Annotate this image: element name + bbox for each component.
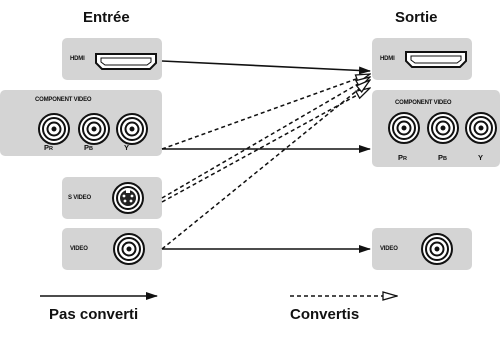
output-video-jack-icon: [421, 233, 453, 265]
component-to-hdmi-arrow: [161, 74, 370, 150]
output-pb-label: PB: [438, 153, 447, 162]
input-y-jack-icon: [116, 113, 148, 145]
output-y-jack-icon: [465, 112, 497, 144]
output-component-label: COMPONENT VIDEO: [395, 100, 452, 106]
input-hdmi-icon: [95, 53, 157, 70]
output-pr-jack-icon: [388, 112, 420, 144]
svideo-to-component-arrow: [161, 88, 370, 203]
hdmi-passthrough-arrow: [161, 60, 371, 75]
input-y-label: Y: [124, 143, 130, 152]
input-component-label: COMPONENT VIDEO: [35, 97, 92, 103]
input-header: Entrée: [83, 9, 130, 26]
output-header: Sortie: [395, 9, 438, 26]
input-svideo-label: S VIDEO: [68, 195, 91, 201]
input-video-panel: VIDEO: [62, 228, 162, 270]
input-video-label: VIDEO: [70, 246, 88, 252]
legend-converted: Convertis: [290, 306, 360, 323]
input-video-jack-icon: [113, 233, 145, 265]
legend-not-converted: Pas converti: [49, 306, 139, 323]
input-svideo-jack-icon: [112, 182, 144, 214]
video-to-hdmi-arrow: [161, 80, 370, 250]
input-pr-jack-icon: [38, 113, 70, 145]
output-video-label: VIDEO: [380, 246, 398, 252]
input-hdmi-label: HDMI: [70, 56, 85, 62]
svideo-to-hdmi-arrow: [161, 77, 370, 199]
output-pb-jack-icon: [427, 112, 459, 144]
input-pb-jack-icon: [78, 113, 110, 145]
input-pb-label: PB: [84, 143, 93, 152]
output-hdmi-icon: [405, 51, 467, 68]
output-hdmi-label: HDMI: [380, 56, 395, 62]
input-pr-label: PR: [44, 143, 53, 152]
output-y-label: Y: [478, 153, 484, 162]
output-pr-label: PR: [398, 153, 407, 162]
